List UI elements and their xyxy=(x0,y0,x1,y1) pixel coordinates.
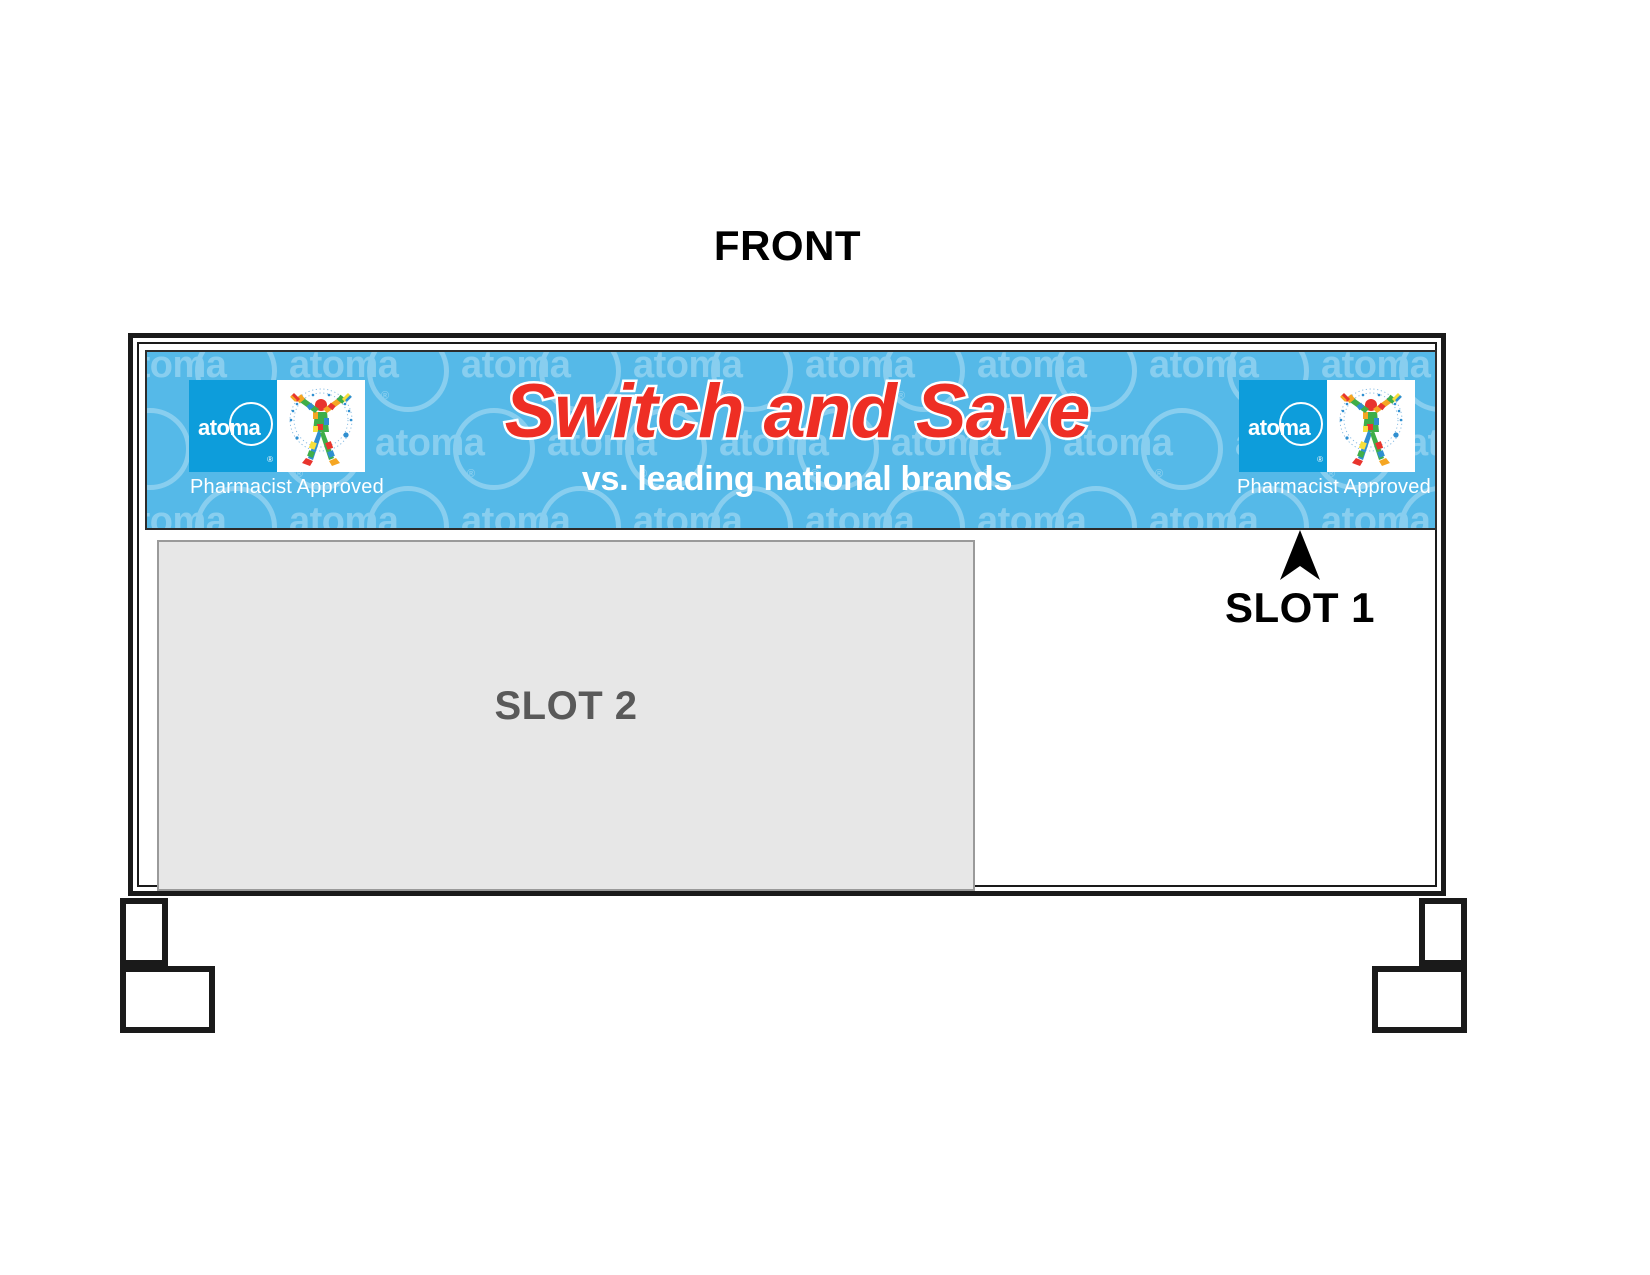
pharmacist-approved-label-left: Pharmacist Approved xyxy=(190,476,384,498)
left-leg-foot xyxy=(120,966,215,1033)
banner-subheadline: vs. leading national brands xyxy=(581,460,1013,498)
atoma-figure-tile xyxy=(1327,380,1415,472)
slot2-panel[interactable]: SLOT 2 xyxy=(157,540,975,891)
atoma-logo-right: atoma ® xyxy=(1239,380,1415,472)
atoma-brand-tile: atoma ® xyxy=(189,380,277,472)
colorful-person-icon xyxy=(1339,388,1403,466)
display-fixture-frame: atoma ® atoma ® atoma ® atoma ® atoma ® … xyxy=(128,333,1446,896)
right-leg-foot xyxy=(1372,966,1467,1033)
slot1-label: SLOT 1 xyxy=(1225,584,1376,631)
registered-mark: ® xyxy=(267,455,273,464)
watermark-word: atoma xyxy=(633,500,743,530)
watermark-word: atoma xyxy=(1149,500,1259,530)
colorful-person-icon xyxy=(289,388,353,466)
arrow-up-icon xyxy=(1280,530,1320,580)
slot1-banner[interactable]: atoma ® atoma ® atoma ® atoma ® atoma ® … xyxy=(145,350,1437,530)
right-leg-post xyxy=(1419,898,1467,966)
watermark-word: atoma xyxy=(805,500,915,530)
atoma-figure-tile xyxy=(277,380,365,472)
atoma-logo-left: atoma ® xyxy=(189,380,365,472)
slot1-callout: SLOT 1 xyxy=(1225,530,1375,632)
pharmacist-approved-label-right: Pharmacist Approved xyxy=(1237,476,1431,498)
atoma-circle-icon xyxy=(1279,402,1323,446)
registered-mark: ® xyxy=(1317,455,1323,464)
left-leg-post xyxy=(120,898,168,966)
slot2-label: SLOT 2 xyxy=(494,684,638,728)
display-fixture-inner-frame: atoma ® atoma ® atoma ® atoma ® atoma ® … xyxy=(137,342,1437,891)
watermark-word: atoma xyxy=(1321,500,1431,530)
atoma-circle-icon xyxy=(229,402,273,446)
watermark-word: atoma xyxy=(461,500,571,530)
banner-headline: Switch and Save xyxy=(502,369,1093,454)
watermark-ring-icon xyxy=(147,408,191,490)
watermark-word: atoma xyxy=(289,500,399,530)
watermark-word: atoma xyxy=(977,500,1087,530)
page-title: FRONT xyxy=(713,222,862,269)
watermark-word: atoma xyxy=(147,500,227,530)
atoma-brand-tile: atoma ® xyxy=(1239,380,1327,472)
